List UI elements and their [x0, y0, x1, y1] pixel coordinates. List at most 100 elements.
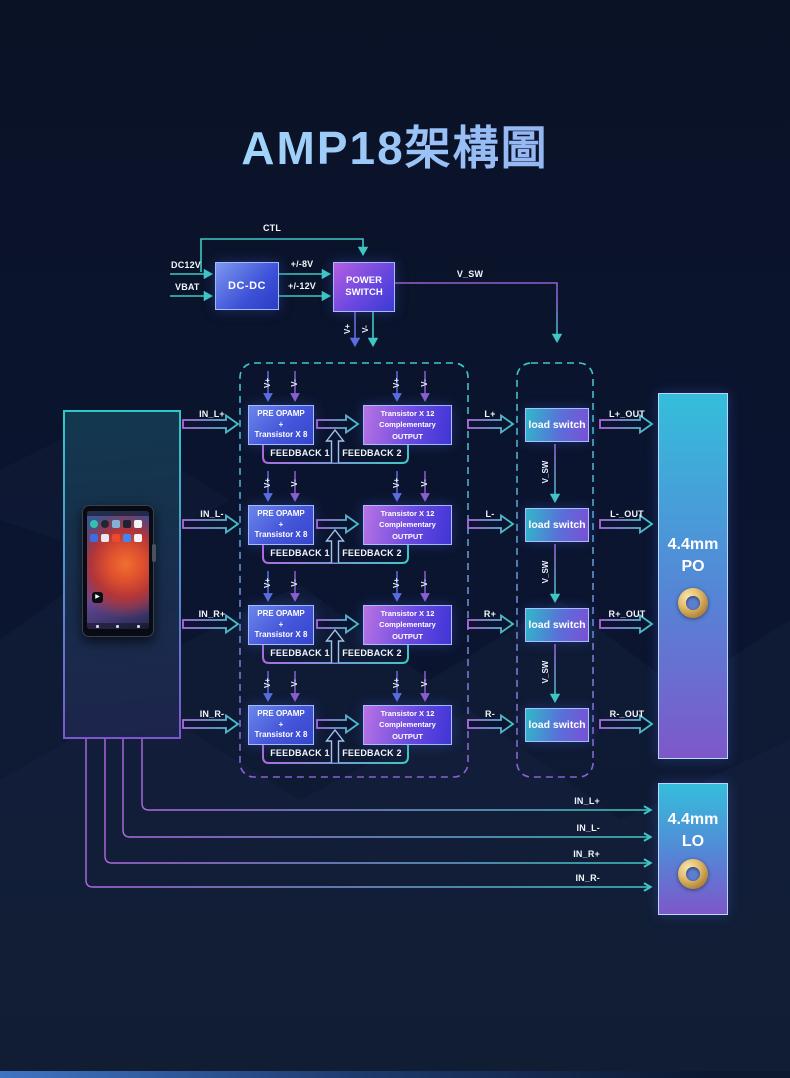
ch1-vplus-label-b: V+ [392, 378, 401, 389]
ch2-output-stage-block: Transistor X 12 Complementary OUTPUT [363, 505, 452, 545]
vsw-label: V_SW [456, 269, 484, 279]
ch2-preopamp-block: PRE OPAMP + Transistor X 8 [248, 505, 314, 545]
ch1-preopamp-block: PRE OPAMP + Transistor X 8 [248, 405, 314, 445]
ch3-vminus-label-a: V- [290, 579, 299, 587]
ch4-output-stage-block: Transistor X 12 Complementary OUTPUT [363, 705, 452, 745]
output-stage-line2: Complementary OUTPUT [379, 420, 436, 441]
ch1-mid-label: L+ [484, 409, 496, 419]
lo-jack-connector-ring [678, 859, 708, 890]
ch3-vminus-label-b: V- [420, 579, 429, 587]
lo-input-label-4: IN_R- [575, 873, 600, 883]
po-jack-connector-ring [678, 587, 708, 618]
power-switch-label-2: SWITCH [345, 287, 383, 298]
page-title: AMP18架構圖 [0, 112, 790, 178]
ch3-feedback2-label: FEEDBACK 2 [342, 648, 402, 658]
ch2-vminus-label-a: V- [290, 479, 299, 487]
ch1-output-stage-block: Transistor X 12 Complementary OUTPUT [363, 405, 452, 445]
ch4-feedback2-label: FEEDBACK 2 [342, 748, 402, 758]
ch2-feedback1-label: FEEDBACK 1 [270, 548, 330, 558]
ch4-feedback1-label: FEEDBACK 1 [270, 748, 330, 758]
ch3-vplus-label-b: V+ [392, 578, 401, 589]
ch2-output-label: L-_OUT [610, 509, 644, 519]
ch4-vminus-label-a: V- [290, 679, 299, 687]
ch2-vminus-label-b: V- [420, 479, 429, 487]
ch3-load-switch-block: load switch [525, 608, 589, 642]
vsw-gap1-label: V_SW [541, 460, 550, 484]
output-stage-line1: Transistor X 12 [380, 709, 435, 719]
signal-arrows [182, 413, 654, 735]
ch2-vplus-label-a: V+ [263, 478, 272, 489]
row-supply-arrows [263, 371, 430, 702]
lo-input-label-1: IN_L+ [574, 796, 600, 806]
ch4-vplus-label-b: V+ [392, 678, 401, 689]
vplus-rail-label: V+ [343, 324, 352, 335]
po-jack-name-label: PO [681, 558, 705, 575]
phone-nav-bar [87, 623, 149, 629]
dcdc-block: DC-DC [215, 262, 279, 310]
ch2-input-label: IN_L- [200, 509, 224, 519]
output-stage-line1: Transistor X 12 [380, 609, 435, 619]
load-switch-label: load switch [528, 419, 586, 431]
ch4-preopamp-block: PRE OPAMP + Transistor X 8 [248, 705, 314, 745]
preopamp-line1: PRE OPAMP [257, 508, 305, 518]
load-switch-label: load switch [528, 719, 586, 731]
vbat-label: VBAT [175, 282, 200, 292]
feedback-inject-arrows [325, 428, 345, 763]
phone-status-bar [87, 511, 149, 516]
phone-volume-knob [152, 544, 156, 562]
preopamp-line2: + [278, 519, 284, 529]
lo-jack-size-label: 4.4mm [667, 810, 719, 828]
ch4-vplus-label-a: V+ [263, 678, 272, 689]
ctl-line [200, 238, 369, 272]
ch3-mid-label: R+ [483, 609, 497, 619]
ch1-vplus-label-a: V+ [263, 378, 272, 389]
ch4-mid-label: R- [485, 709, 495, 719]
power-switch-label-1: POWER [346, 274, 382, 286]
ch1-feedback1-label: FEEDBACK 1 [270, 448, 330, 458]
phone-app-icons-row2 [90, 534, 142, 542]
preopamp-line2: + [278, 619, 284, 629]
preopamp-line3: Transistor X 8 [254, 530, 308, 540]
ch2-vplus-label-b: V+ [392, 478, 401, 489]
ch3-vplus-label-a: V+ [263, 578, 272, 589]
preopamp-line1: PRE OPAMP [257, 608, 305, 618]
ch4-output-label: R-_OUT [609, 709, 645, 719]
phone-play-icon: ▶ [92, 592, 103, 603]
preopamp-line3: Transistor X 8 [254, 430, 308, 440]
phone-screen: ▶ [87, 511, 149, 629]
rail-8v-label: +/-8V [290, 259, 314, 269]
ch2-mid-label: L- [485, 509, 495, 519]
vminus-rail-label: V- [361, 325, 370, 333]
preopamp-line2: + [278, 419, 284, 429]
bottom-accent-bar [0, 1071, 790, 1078]
ch3-input-label: IN_R+ [198, 609, 226, 619]
po-jack-block: 4.4mm PO [658, 393, 728, 759]
preopamp-line1: PRE OPAMP [257, 708, 305, 718]
dcdc-block-label: DC-DC [228, 280, 266, 292]
po-jack-size-label: 4.4mm [667, 536, 719, 554]
ch2-load-switch-block: load switch [525, 508, 589, 542]
source-device-panel: ▶ [63, 410, 181, 739]
dc12v-label: DC12V [171, 260, 202, 270]
lineout-routing [85, 737, 653, 892]
amp-core-dashed-box [239, 362, 469, 778]
vsw-line [395, 282, 563, 344]
power-input-arrows [170, 238, 369, 302]
vsw-gap3-label: V_SW [541, 660, 550, 684]
ctl-label: CTL [262, 223, 282, 233]
load-switch-label: load switch [528, 619, 586, 631]
output-stage-line1: Transistor X 12 [380, 509, 435, 519]
ch1-input-label: IN_L+ [199, 409, 225, 419]
ch3-preopamp-block: PRE OPAMP + Transistor X 8 [248, 605, 314, 645]
ch1-output-label: L+_OUT [609, 409, 645, 419]
load-switch-label: load switch [528, 519, 586, 531]
lo-input-label-3: IN_R+ [573, 849, 600, 859]
ch1-load-switch-block: load switch [525, 408, 589, 442]
ch3-output-label: R+_OUT [608, 609, 646, 619]
preopamp-line3: Transistor X 8 [254, 630, 308, 640]
ch3-output-stage-block: Transistor X 12 Complementary OUTPUT [363, 605, 452, 645]
preopamp-line3: Transistor X 8 [254, 730, 308, 740]
lo-jack-name-label: LO [681, 832, 705, 850]
